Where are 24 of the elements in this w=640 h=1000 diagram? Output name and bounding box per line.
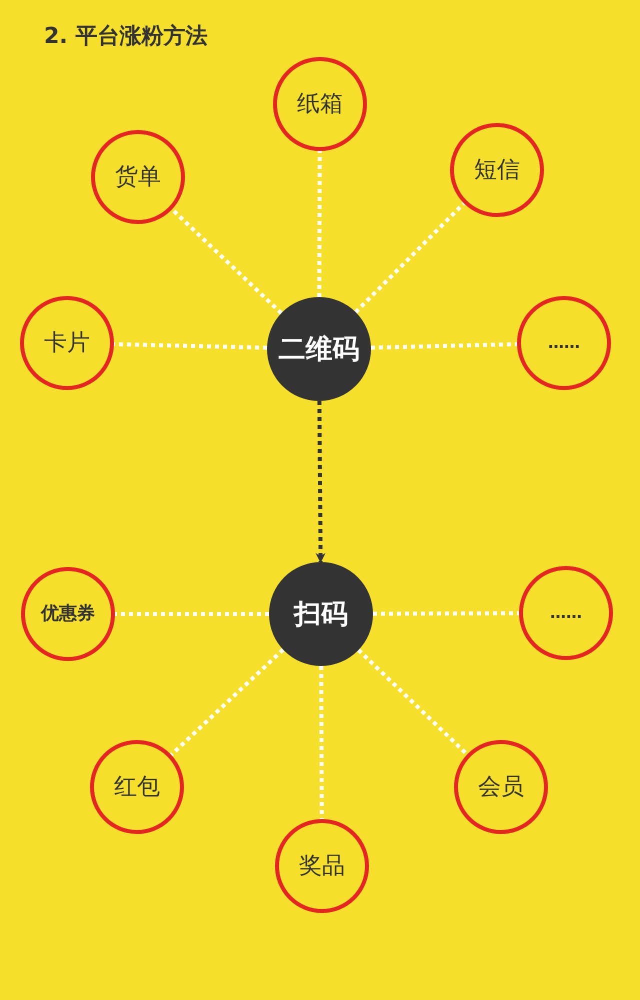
node-label: 奖品 (299, 854, 345, 878)
node-label: 卡片 (44, 332, 90, 354)
dotted-connector (170, 648, 284, 756)
node-label: 会员 (478, 776, 524, 798)
dotted-connector (170, 208, 283, 315)
node-label: 扫码 (294, 600, 348, 628)
dotted-connector (114, 342, 268, 350)
node-label: 短信 (474, 158, 520, 182)
dotted-connector (115, 612, 269, 616)
node-label: 二维码 (278, 336, 360, 362)
dotted-connector (372, 611, 520, 616)
node-label: …… (550, 605, 582, 621)
node-label: 红包 (114, 776, 160, 798)
node-label: 纸箱 (297, 92, 343, 116)
heading: 2. 平台涨粉方法 (44, 22, 208, 51)
dotted-arrow (316, 400, 326, 563)
dotted-connector (319, 666, 324, 820)
node-label: 货单 (115, 166, 161, 188)
dotted-connector (357, 648, 468, 756)
node-label: …… (548, 335, 580, 351)
dotted-connector (317, 150, 322, 298)
dotted-connector (370, 342, 518, 350)
node-label: 优惠券 (41, 605, 95, 623)
dotted-connector (354, 202, 466, 314)
